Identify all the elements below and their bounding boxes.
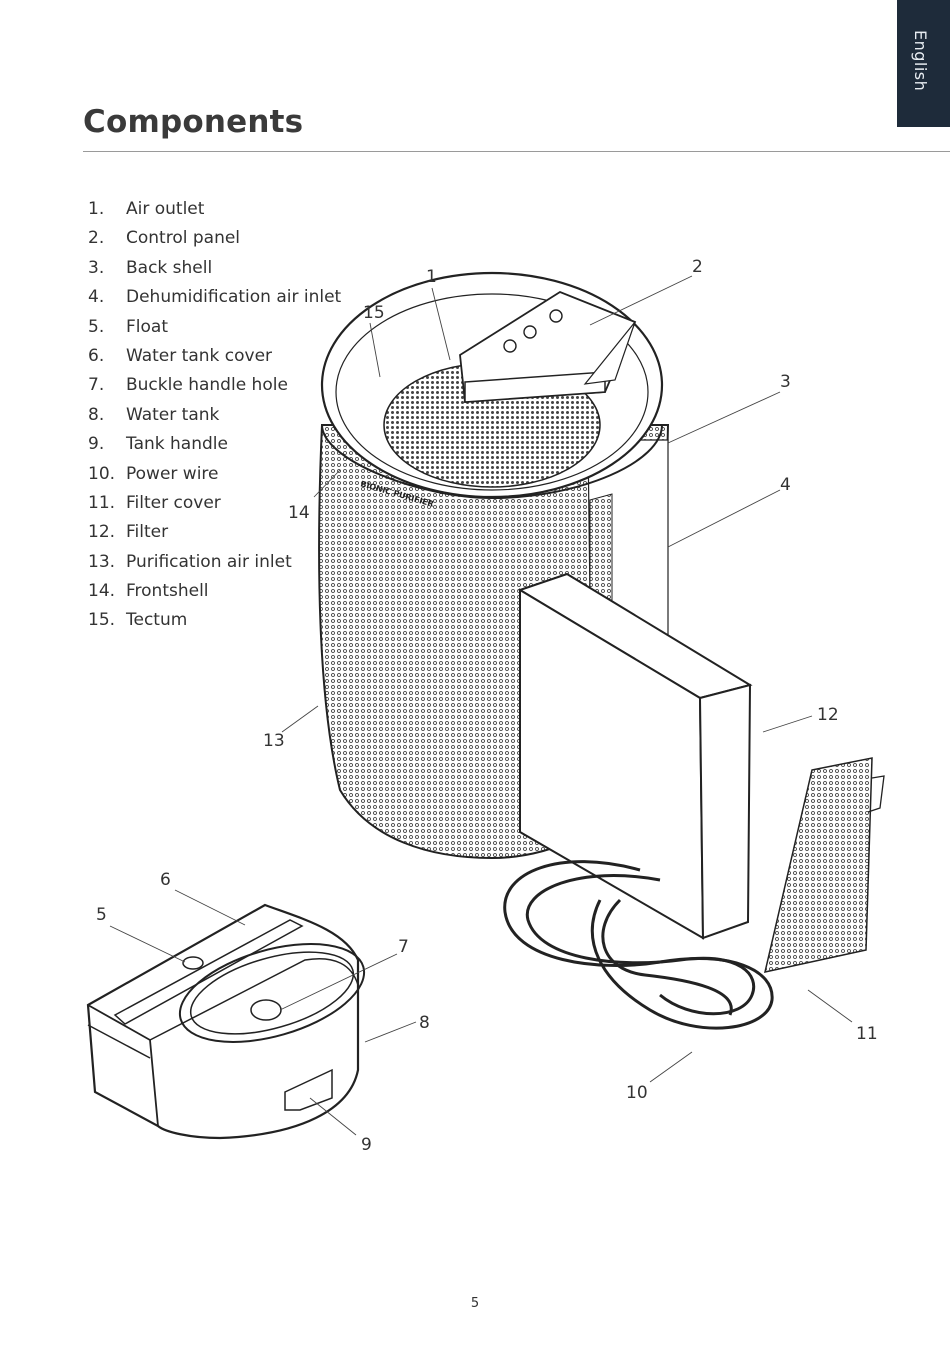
component-label: Float	[126, 316, 168, 337]
float	[182, 956, 204, 970]
component-item: 6. Water tank cover	[88, 344, 341, 373]
leader-lines	[109, 275, 853, 1136]
component-item: 9. Tank handle	[88, 432, 341, 461]
component-item: 12. Filter	[88, 520, 341, 549]
mode-button-icon	[523, 325, 537, 339]
callout-10: 10	[626, 1083, 648, 1103]
filter-cover-illustration	[764, 757, 885, 973]
callout-2: 2	[692, 257, 703, 277]
component-label: Power wire	[126, 463, 219, 484]
component-label: Filter cover	[126, 492, 221, 513]
component-item: 8. Water tank	[88, 403, 341, 432]
tank-lid-outer	[178, 943, 366, 1043]
component-label: Buckle handle hole	[126, 375, 288, 396]
callout-12: 12	[817, 705, 839, 725]
component-number: 7.	[88, 375, 105, 396]
components-list: 1. Air outlet 2. Control panel 3. Back shel…	[88, 197, 341, 638]
component-label: Filter	[126, 522, 169, 543]
callout-8: 8	[419, 1013, 430, 1033]
component-number: 14.	[88, 581, 116, 602]
dehumidification-inlet	[589, 493, 613, 601]
component-number: 9.	[88, 434, 105, 455]
power-button-icon	[503, 339, 517, 353]
component-number: 11.	[88, 492, 116, 513]
component-item: 14. Frontshell	[88, 579, 341, 608]
component-number: 5.	[88, 316, 105, 337]
component-number: 6.	[88, 345, 105, 366]
page-number: 5	[470, 1296, 480, 1311]
component-number: 13.	[88, 551, 116, 572]
callout-13: 13	[263, 731, 285, 751]
component-number: 2.	[88, 228, 105, 249]
component-number: 4.	[88, 287, 105, 308]
component-item: 11. Filter cover	[88, 491, 341, 520]
callout-6: 6	[160, 870, 171, 890]
filter-illustration	[517, 572, 753, 940]
fan-button-icon	[549, 309, 563, 323]
callout-14: 14	[288, 503, 310, 523]
component-item: 1. Air outlet	[88, 197, 341, 226]
component-label: Tank handle	[126, 434, 228, 455]
component-item: 3. Back shell	[88, 256, 341, 285]
component-item: 15. Tectum	[88, 608, 341, 637]
callout-3: 3	[780, 372, 791, 392]
page-title: Components	[83, 104, 304, 140]
water-tank-illustration	[86, 903, 366, 1140]
component-number: 8.	[88, 404, 105, 425]
component-label: Frontshell	[126, 581, 209, 602]
buckle-handle-hole	[250, 999, 282, 1021]
component-label: Water tank	[126, 404, 220, 425]
component-number: 10.	[88, 463, 116, 484]
component-item: 7. Buckle handle hole	[88, 373, 341, 402]
component-label: Air outlet	[126, 199, 205, 219]
title-divider	[83, 151, 950, 152]
component-number: 15.	[88, 610, 116, 631]
component-label: Back shell	[126, 257, 213, 278]
component-label: Water tank cover	[126, 345, 273, 366]
callout-11: 11	[856, 1024, 878, 1044]
component-item: 2. Control panel	[88, 226, 341, 255]
callout-7: 7	[398, 937, 409, 957]
power-wire-illustration	[503, 860, 774, 1030]
component-number: 3.	[88, 257, 105, 278]
component-label: Tectum	[126, 610, 188, 631]
component-number: 1.	[88, 199, 105, 219]
callout-1: 1	[426, 267, 437, 287]
callout-9: 9	[361, 1135, 372, 1155]
control-panel	[459, 290, 637, 403]
callout-4: 4	[780, 475, 791, 495]
component-item: 13. Purification air inlet	[88, 550, 341, 579]
callout-15: 15	[363, 303, 385, 323]
component-label: Dehumidification air inlet	[126, 287, 342, 308]
component-label: Control panel	[126, 228, 241, 249]
component-number: 12.	[88, 522, 116, 543]
callout-labels: 1 2 3 4 5 6 7 8 9 10 11 12 13 14 15	[96, 257, 878, 1155]
component-label: Purification air inlet	[126, 551, 292, 572]
tank-handle	[284, 1068, 333, 1111]
component-item: 5. Float	[88, 315, 341, 344]
component-item: 10. Power wire	[88, 462, 341, 491]
language-tab-label: English	[911, 30, 930, 92]
language-tab[interactable]: English	[897, 0, 950, 127]
component-item: 4. Dehumidification air inlet	[88, 285, 341, 314]
callout-5: 5	[96, 905, 107, 925]
